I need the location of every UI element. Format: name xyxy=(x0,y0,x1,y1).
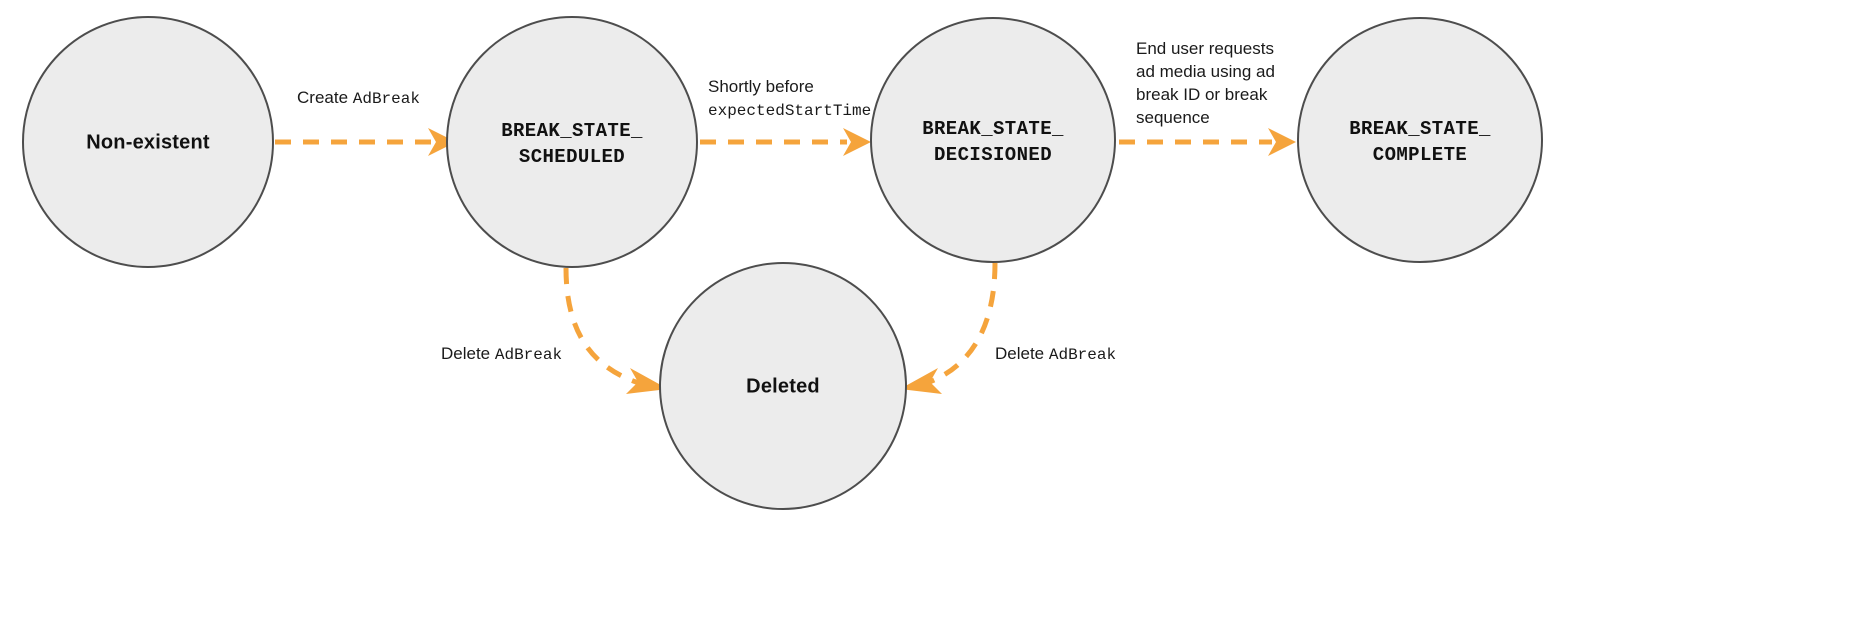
arrowhead-icon xyxy=(900,368,942,394)
arrowhead-icon xyxy=(428,128,456,156)
edge-label-shortly-before-expected-start-time: Shortly before expectedStartTime xyxy=(708,77,871,120)
edge-label-segment: End user requests xyxy=(1136,39,1274,58)
edge-line xyxy=(926,262,998,386)
edge-label-segment: sequence xyxy=(1136,108,1210,127)
edge-line xyxy=(563,267,643,387)
node-shape xyxy=(870,17,1116,263)
edge-label-segment: Create xyxy=(297,88,353,107)
edge-create-adbreak[interactable] xyxy=(275,128,456,156)
edge-label-segment: ad media using ad xyxy=(1136,62,1275,81)
node-shape xyxy=(1297,17,1543,263)
edge-label-segment: break ID or break xyxy=(1136,85,1268,104)
edge-label-create-adbreak: Create AdBreak xyxy=(297,88,420,108)
edge-delete-adbreak-from-decisioned[interactable] xyxy=(900,262,998,394)
node-label-deleted: Deleted xyxy=(746,375,820,397)
edge-label-segment: Shortly before xyxy=(708,77,814,96)
node-break-state-scheduled[interactable]: BREAK_STATE_ SCHEDULED xyxy=(446,16,698,268)
edge-label-segment: AdBreak xyxy=(1049,346,1116,364)
edge-label-segment: Delete xyxy=(441,344,495,363)
edge-label-segment: AdBreak xyxy=(353,90,420,108)
edge-label-delete-adbreak-from-decisioned: Delete AdBreak xyxy=(995,344,1116,364)
node-shape xyxy=(22,16,274,268)
node-label-break-state-scheduled-line1: BREAK_STATE_ xyxy=(501,120,643,142)
node-label-break-state-complete-line1: BREAK_STATE_ xyxy=(1349,118,1491,140)
node-label-break-state-decisioned-line1: BREAK_STATE_ xyxy=(922,118,1064,140)
edge-label-delete-adbreak-from-scheduled: Delete AdBreak xyxy=(441,344,562,364)
node-deleted[interactable]: Deleted xyxy=(659,262,907,510)
node-label-non-existent: Non-existent xyxy=(86,131,210,153)
node-non-existent[interactable]: Non-existent xyxy=(22,16,274,268)
arrowhead-icon xyxy=(1268,128,1296,156)
node-shape xyxy=(659,262,907,510)
node-break-state-complete[interactable]: BREAK_STATE_ COMPLETE xyxy=(1297,17,1543,263)
arrowhead-icon xyxy=(843,128,871,156)
node-shape xyxy=(446,16,698,268)
node-label-break-state-complete-line2: COMPLETE xyxy=(1373,144,1467,166)
edge-label-segment: expectedStartTime xyxy=(708,102,871,120)
edge-label-segment: AdBreak xyxy=(495,346,562,364)
edge-end-user-requests-ad-media[interactable] xyxy=(1119,128,1296,156)
node-label-break-state-scheduled-line2: SCHEDULED xyxy=(519,146,625,168)
edge-delete-adbreak-from-scheduled[interactable] xyxy=(563,267,668,394)
arrowhead-icon xyxy=(626,368,668,394)
node-label-break-state-decisioned-line2: DECISIONED xyxy=(934,144,1052,166)
node-break-state-decisioned[interactable]: BREAK_STATE_ DECISIONED xyxy=(870,17,1116,263)
edge-label-segment: Delete xyxy=(995,344,1049,363)
edge-label-end-user-requests-ad-media: End user requests ad media using ad break … xyxy=(1136,39,1275,127)
edge-shortly-before-expected-start-time[interactable] xyxy=(700,128,871,156)
